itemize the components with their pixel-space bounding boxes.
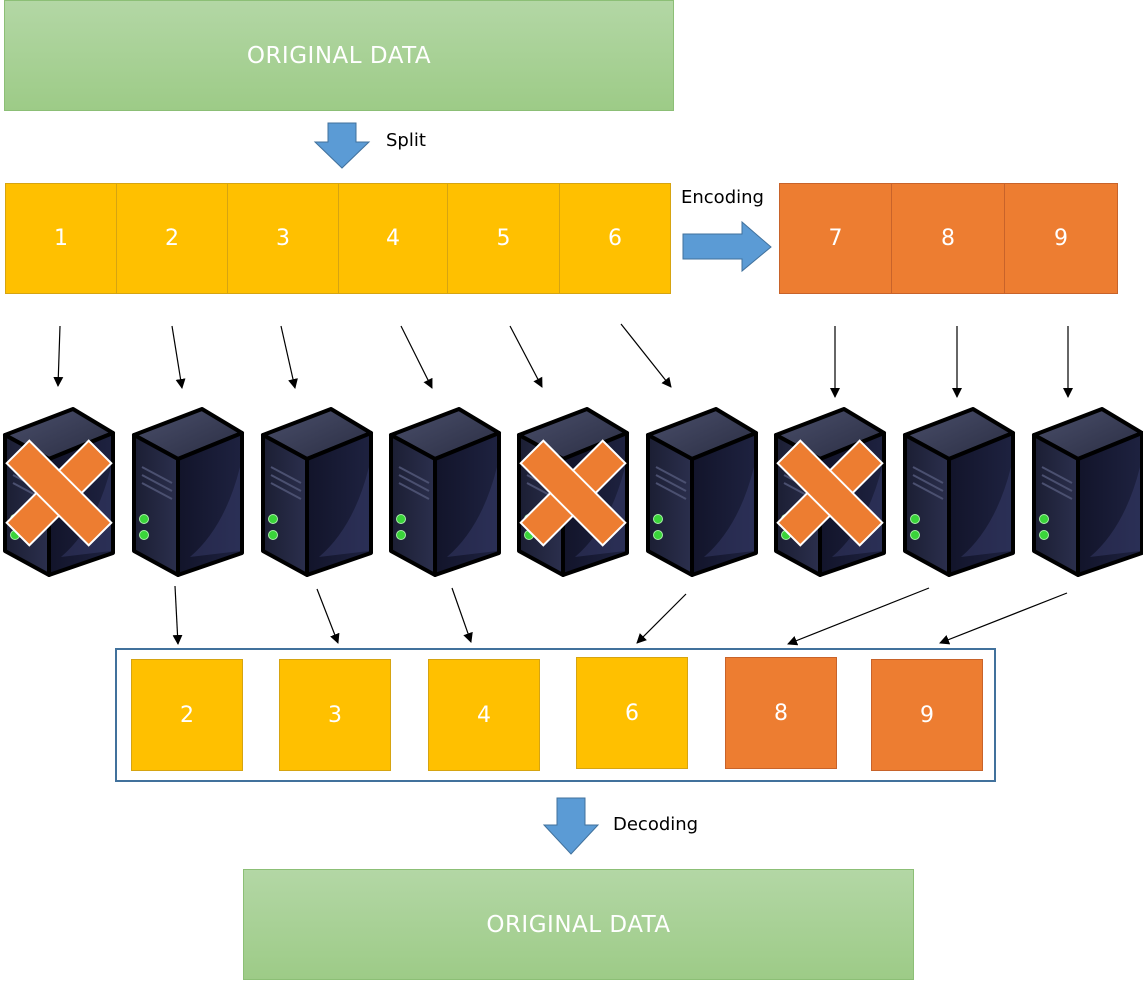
split-label: Split: [386, 130, 426, 151]
recovered-chunk: 2: [131, 659, 243, 771]
original-data-top: ORIGINAL DATA: [4, 0, 674, 111]
data-chunk: 1: [5, 183, 117, 294]
arrow-chunk-to-server: [509, 325, 543, 388]
failure-x-icon: [519, 439, 627, 547]
arrow-chunk-to-server: [53, 325, 64, 387]
arrow-server-to-recovered: [451, 587, 473, 643]
parity-chunk: 7: [779, 183, 892, 294]
parity-chunks-row: 7 8 9: [779, 183, 1118, 296]
arrow-chunk-to-server: [280, 325, 298, 389]
encoding-label: Encoding: [681, 187, 764, 208]
failed-server-icon: [1, 407, 116, 579]
failure-x-icon: [5, 439, 113, 547]
decoding-arrow-icon: [542, 797, 600, 855]
server-icon: [644, 407, 759, 579]
failure-x-icon: [776, 439, 884, 547]
recovered-chunks-frame: [115, 648, 996, 782]
arrow-server-to-recovered: [939, 592, 1068, 645]
data-chunks-row: 1 2 3 4 5 6: [5, 183, 671, 296]
server-icon: [259, 407, 374, 579]
failed-server-icon: [515, 407, 630, 579]
original-data-bottom-label: ORIGINAL DATA: [486, 911, 671, 938]
recovered-chunk: 3: [279, 659, 391, 771]
arrow-server-to-recovered: [172, 585, 183, 645]
parity-chunk: 8: [892, 183, 1005, 294]
arrow-server-to-recovered: [787, 587, 930, 646]
data-chunk: 5: [448, 183, 560, 294]
data-chunk: 2: [117, 183, 228, 294]
server-icon: [1030, 407, 1143, 579]
encoding-arrow-icon: [682, 220, 772, 273]
split-arrow-icon: [313, 122, 371, 169]
data-chunk: 3: [228, 183, 339, 294]
arrow-server-to-recovered: [636, 593, 687, 644]
recovered-chunk: 6: [576, 657, 688, 769]
original-data-top-label: ORIGINAL DATA: [246, 42, 432, 69]
recovered-chunk: 4: [428, 659, 540, 771]
data-chunk: 4: [339, 183, 448, 294]
server-icon: [387, 407, 502, 579]
data-chunk: 6: [560, 183, 671, 294]
recovered-chunk: 9: [871, 659, 983, 771]
server-icon: [130, 407, 245, 579]
arrow-chunk-to-server: [171, 325, 186, 389]
failed-server-icon: [772, 407, 887, 579]
server-icon: [901, 407, 1016, 579]
arrow-server-to-recovered: [316, 588, 340, 644]
original-data-bottom: ORIGINAL DATA: [243, 869, 914, 980]
recovered-chunk: 8: [725, 657, 837, 769]
parity-chunk: 9: [1005, 183, 1118, 294]
arrow-chunk-to-server: [400, 325, 433, 389]
arrow-chunk-to-server: [620, 323, 672, 388]
decoding-label: Decoding: [613, 814, 699, 835]
